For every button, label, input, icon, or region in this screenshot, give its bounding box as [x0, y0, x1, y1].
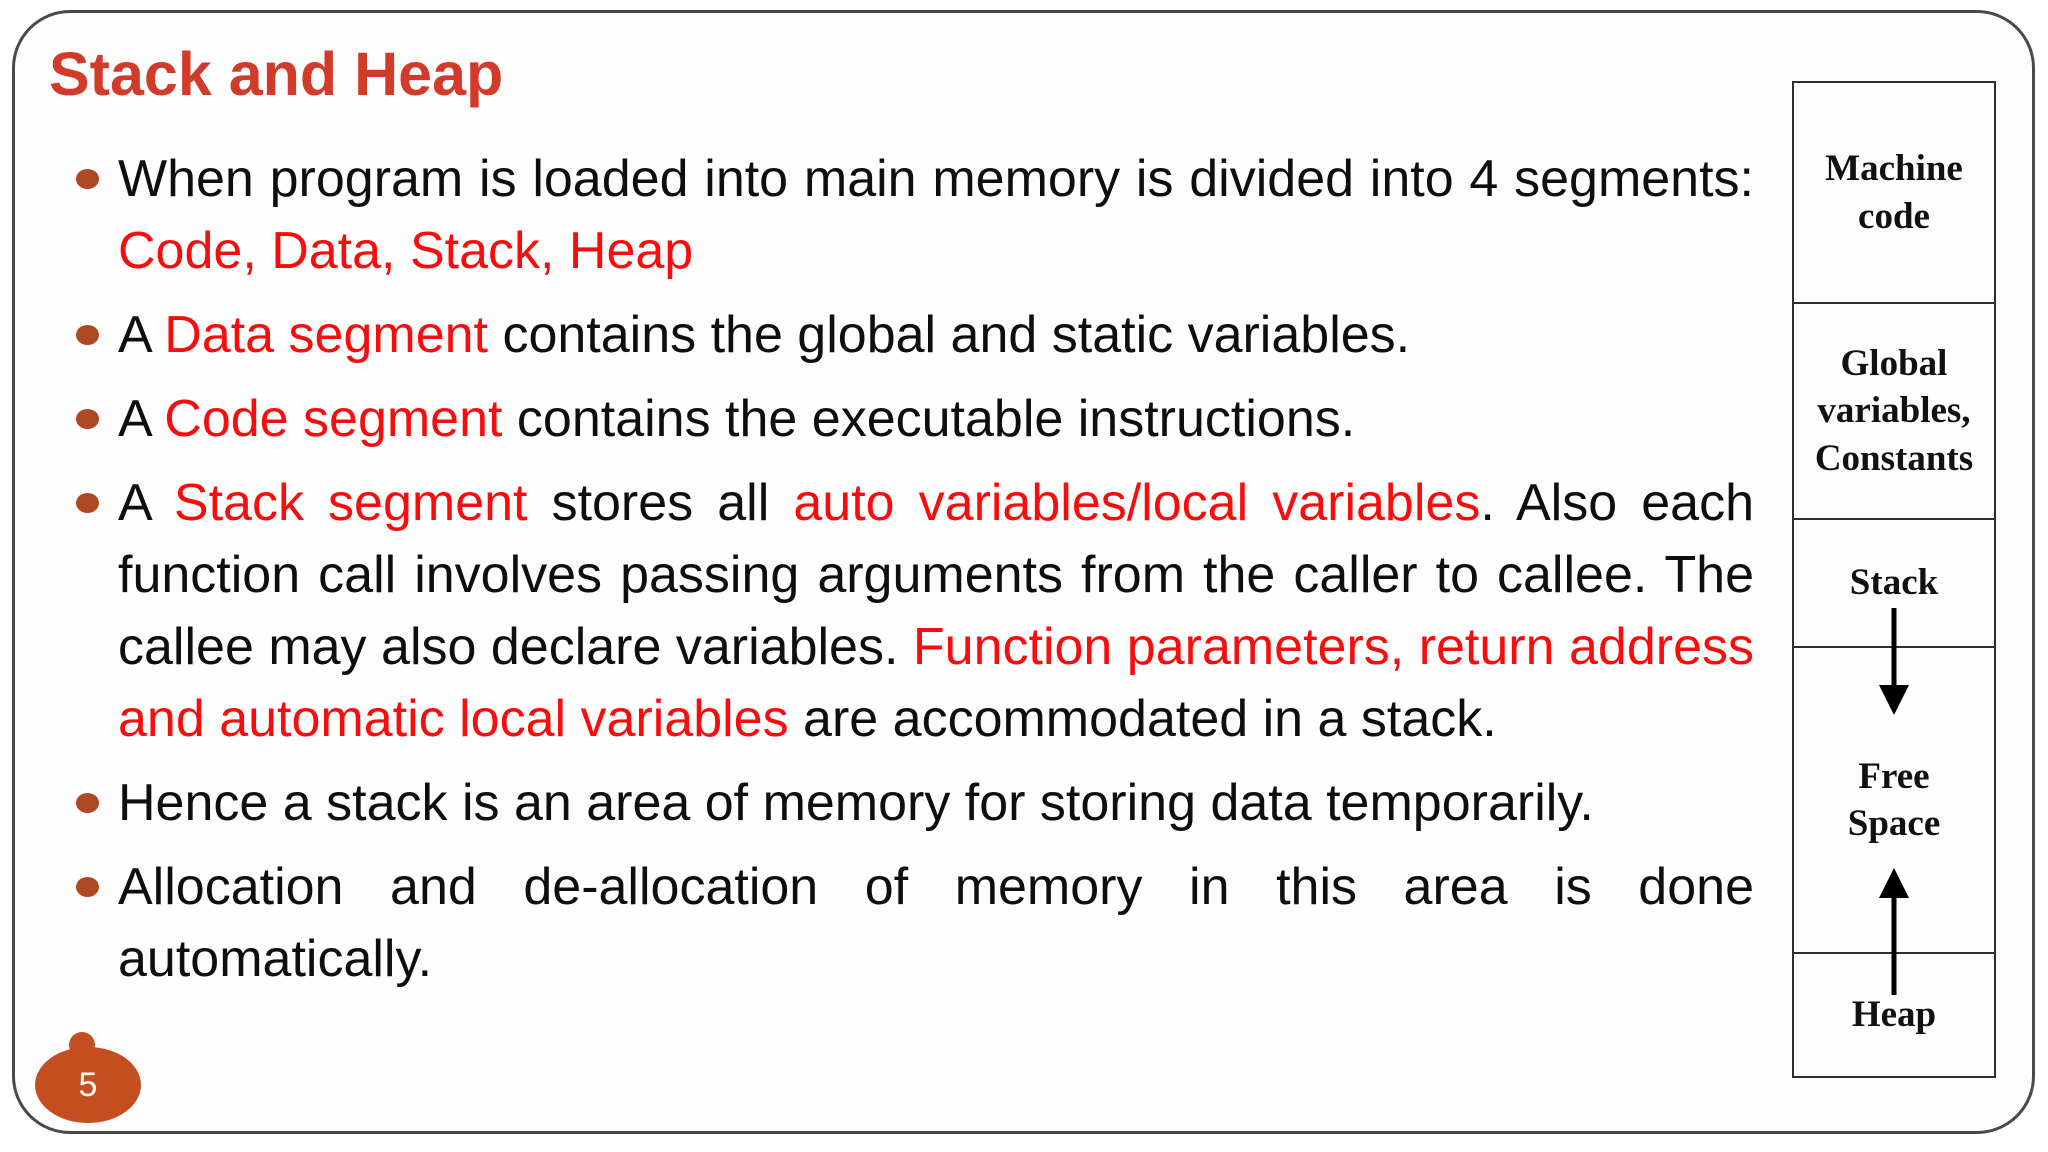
memory-section-label: Global variables, Constants — [1814, 342, 1974, 479]
bullet-item-4: A Stack segment stores all auto variable… — [76, 467, 1754, 755]
text-segment: Stack segment — [173, 474, 528, 532]
heap-growth-arrow — [1878, 868, 1910, 995]
bullet-item-6: Allocation and de-allocation of memory i… — [76, 851, 1754, 995]
text-segment: are accommodated in a stack. — [788, 690, 1497, 748]
text-segment: Allocation and de-allocation of memory i… — [118, 858, 1754, 988]
text-segment: Code segment — [164, 390, 503, 448]
memory-section-label: Machine code — [1825, 148, 1963, 237]
page-number: 5 — [78, 1065, 98, 1104]
arrow-head-down-icon — [1879, 685, 1909, 715]
text-segment: A — [118, 474, 174, 532]
bullet-list: When program is loaded into main memory … — [76, 143, 1754, 1007]
memory-section-machine-code: Machine code — [1794, 83, 1994, 302]
text-segment: A — [118, 390, 165, 448]
stack-growth-arrow — [1878, 608, 1910, 715]
text-segment: . Also each function call involves passi… — [118, 474, 1754, 676]
text-segment: Function parameters, return address and … — [118, 618, 1754, 748]
memory-section-free-space: Free Space — [1794, 646, 1994, 952]
slide: Stack and Heap When program is loaded in… — [12, 10, 2035, 1134]
bullet-item-2: A Data segment contains the global and s… — [76, 299, 1754, 371]
text-segment: contains the executable instructions. — [502, 390, 1356, 448]
text-segment: Code, Data, Stack, Heap — [118, 222, 694, 280]
arrow-shaft — [1891, 894, 1897, 995]
text-segment: When program is loaded into main memory … — [118, 150, 1754, 208]
text-segment: stores all — [527, 474, 794, 532]
memory-section-label: Free Space — [1847, 755, 1941, 844]
memory-section-global-variables: Global variables, Constants — [1794, 302, 1994, 518]
slide-title: Stack and Heap — [49, 40, 504, 108]
memory-section-label: Stack — [1849, 562, 1939, 604]
page-number-badge: 5 — [35, 1032, 141, 1123]
arrow-shaft — [1891, 608, 1897, 689]
text-segment: Hence a stack is an area of memory for s… — [118, 774, 1594, 832]
memory-section-stack: Stack — [1794, 518, 1994, 646]
text-segment: Data segment — [164, 306, 488, 364]
bullet-item-1: When program is loaded into main memory … — [76, 143, 1754, 287]
bullet-item-5: Hence a stack is an area of memory for s… — [76, 767, 1754, 839]
arrow-head-up-icon — [1879, 868, 1909, 898]
memory-section-label: Heap — [1851, 994, 1937, 1036]
bullet-item-3: A Code segment contains the executable i… — [76, 383, 1754, 455]
text-segment: A — [118, 306, 165, 364]
text-segment: auto variables/local variables — [793, 474, 1481, 532]
text-segment: contains the global and static variables… — [488, 306, 1411, 364]
